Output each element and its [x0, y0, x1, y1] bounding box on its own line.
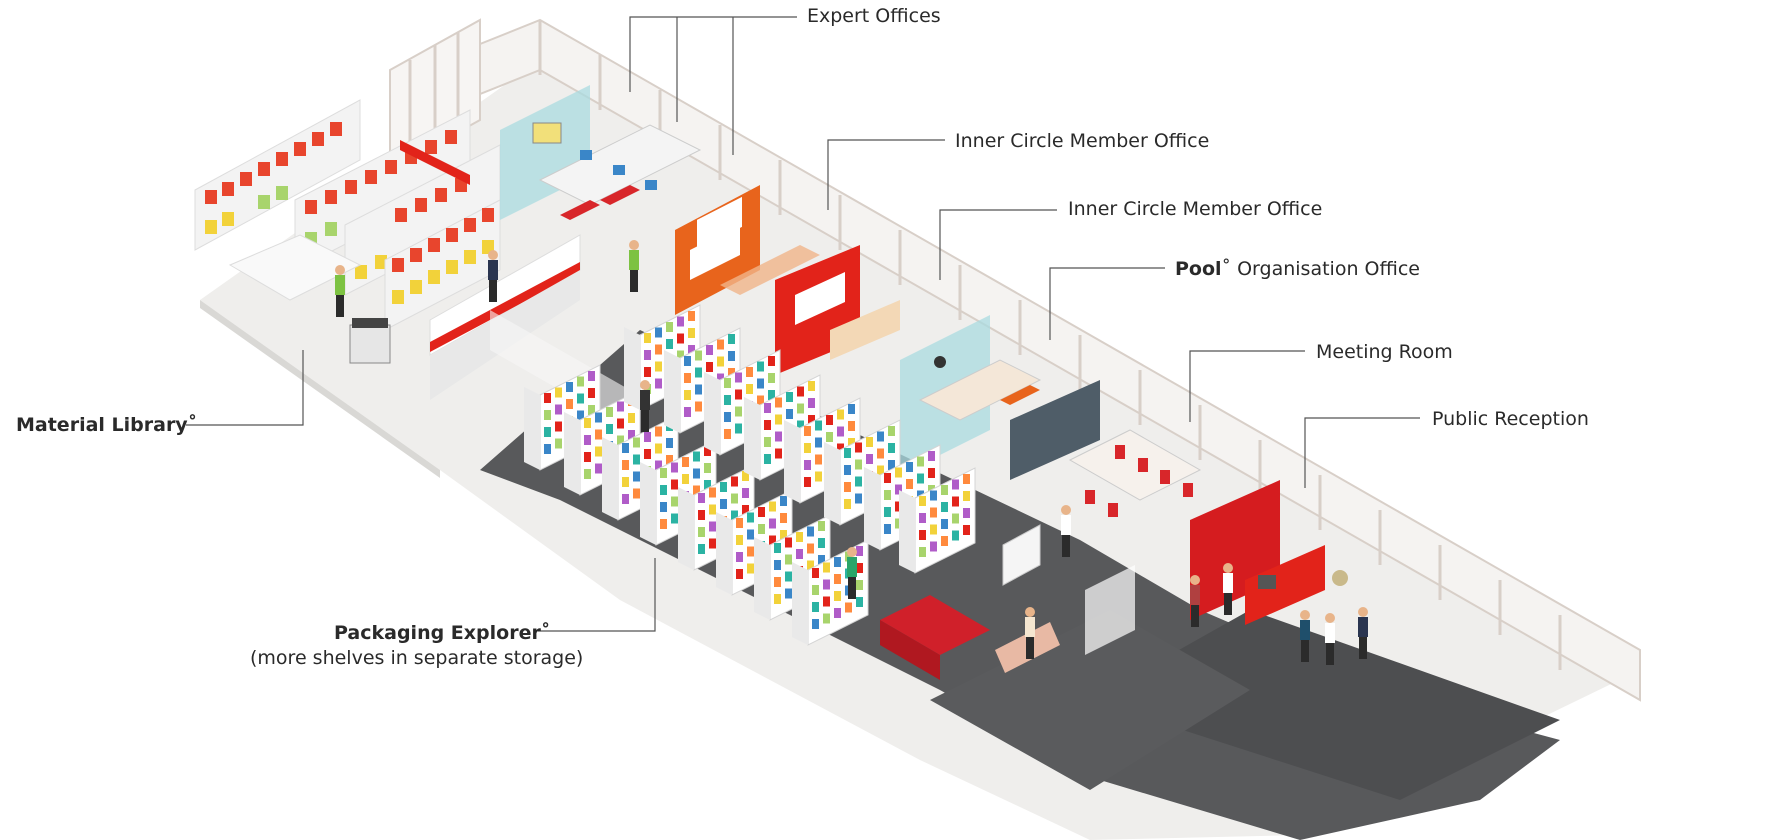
person-figure	[1358, 607, 1368, 659]
leader-lines	[186, 16, 1420, 632]
label-pool-rest: ˚ Organisation Office	[1221, 258, 1420, 280]
inner-circle-offices	[675, 185, 900, 375]
person-figure	[335, 265, 345, 317]
label-meeting-room: Meeting Room	[1316, 341, 1453, 363]
label-pool-organisation-office: Pool˚ Organisation Office	[1175, 260, 1420, 279]
material-library-shelves	[194, 99, 501, 364]
pool-organisation-office	[900, 315, 1042, 475]
lounge-area	[880, 524, 1135, 680]
person-figure	[488, 250, 498, 302]
expert-offices	[500, 85, 702, 220]
person-figure	[640, 380, 650, 432]
label-expert-offices: Expert Offices	[807, 5, 941, 27]
public-reception	[1190, 480, 1348, 625]
person-figure	[1061, 505, 1071, 557]
person-figure	[1300, 610, 1310, 662]
label-pool-bold: Pool	[1175, 258, 1222, 280]
label-inner-circle-office-1: Inner Circle Member Office	[955, 130, 1210, 152]
person-figure	[629, 240, 639, 292]
label-packaging-explorer: Packaging Explorer˚	[334, 622, 551, 644]
person-figure	[1025, 607, 1035, 659]
shelf-unit	[899, 467, 976, 574]
label-material-library: Material Library˚	[16, 414, 198, 436]
person-figure	[1190, 575, 1200, 627]
meeting-room	[1010, 380, 1202, 517]
packaging-explorer-shelves	[524, 304, 976, 646]
person-figure	[1325, 613, 1335, 665]
label-inner-circle-office-2: Inner Circle Member Office	[1068, 198, 1323, 220]
people	[335, 240, 1368, 665]
person-figure	[847, 547, 857, 599]
person-figure	[1223, 563, 1233, 615]
label-public-reception: Public Reception	[1432, 408, 1589, 430]
label-packaging-explorer-sub: (more shelves in separate storage)	[250, 647, 584, 669]
